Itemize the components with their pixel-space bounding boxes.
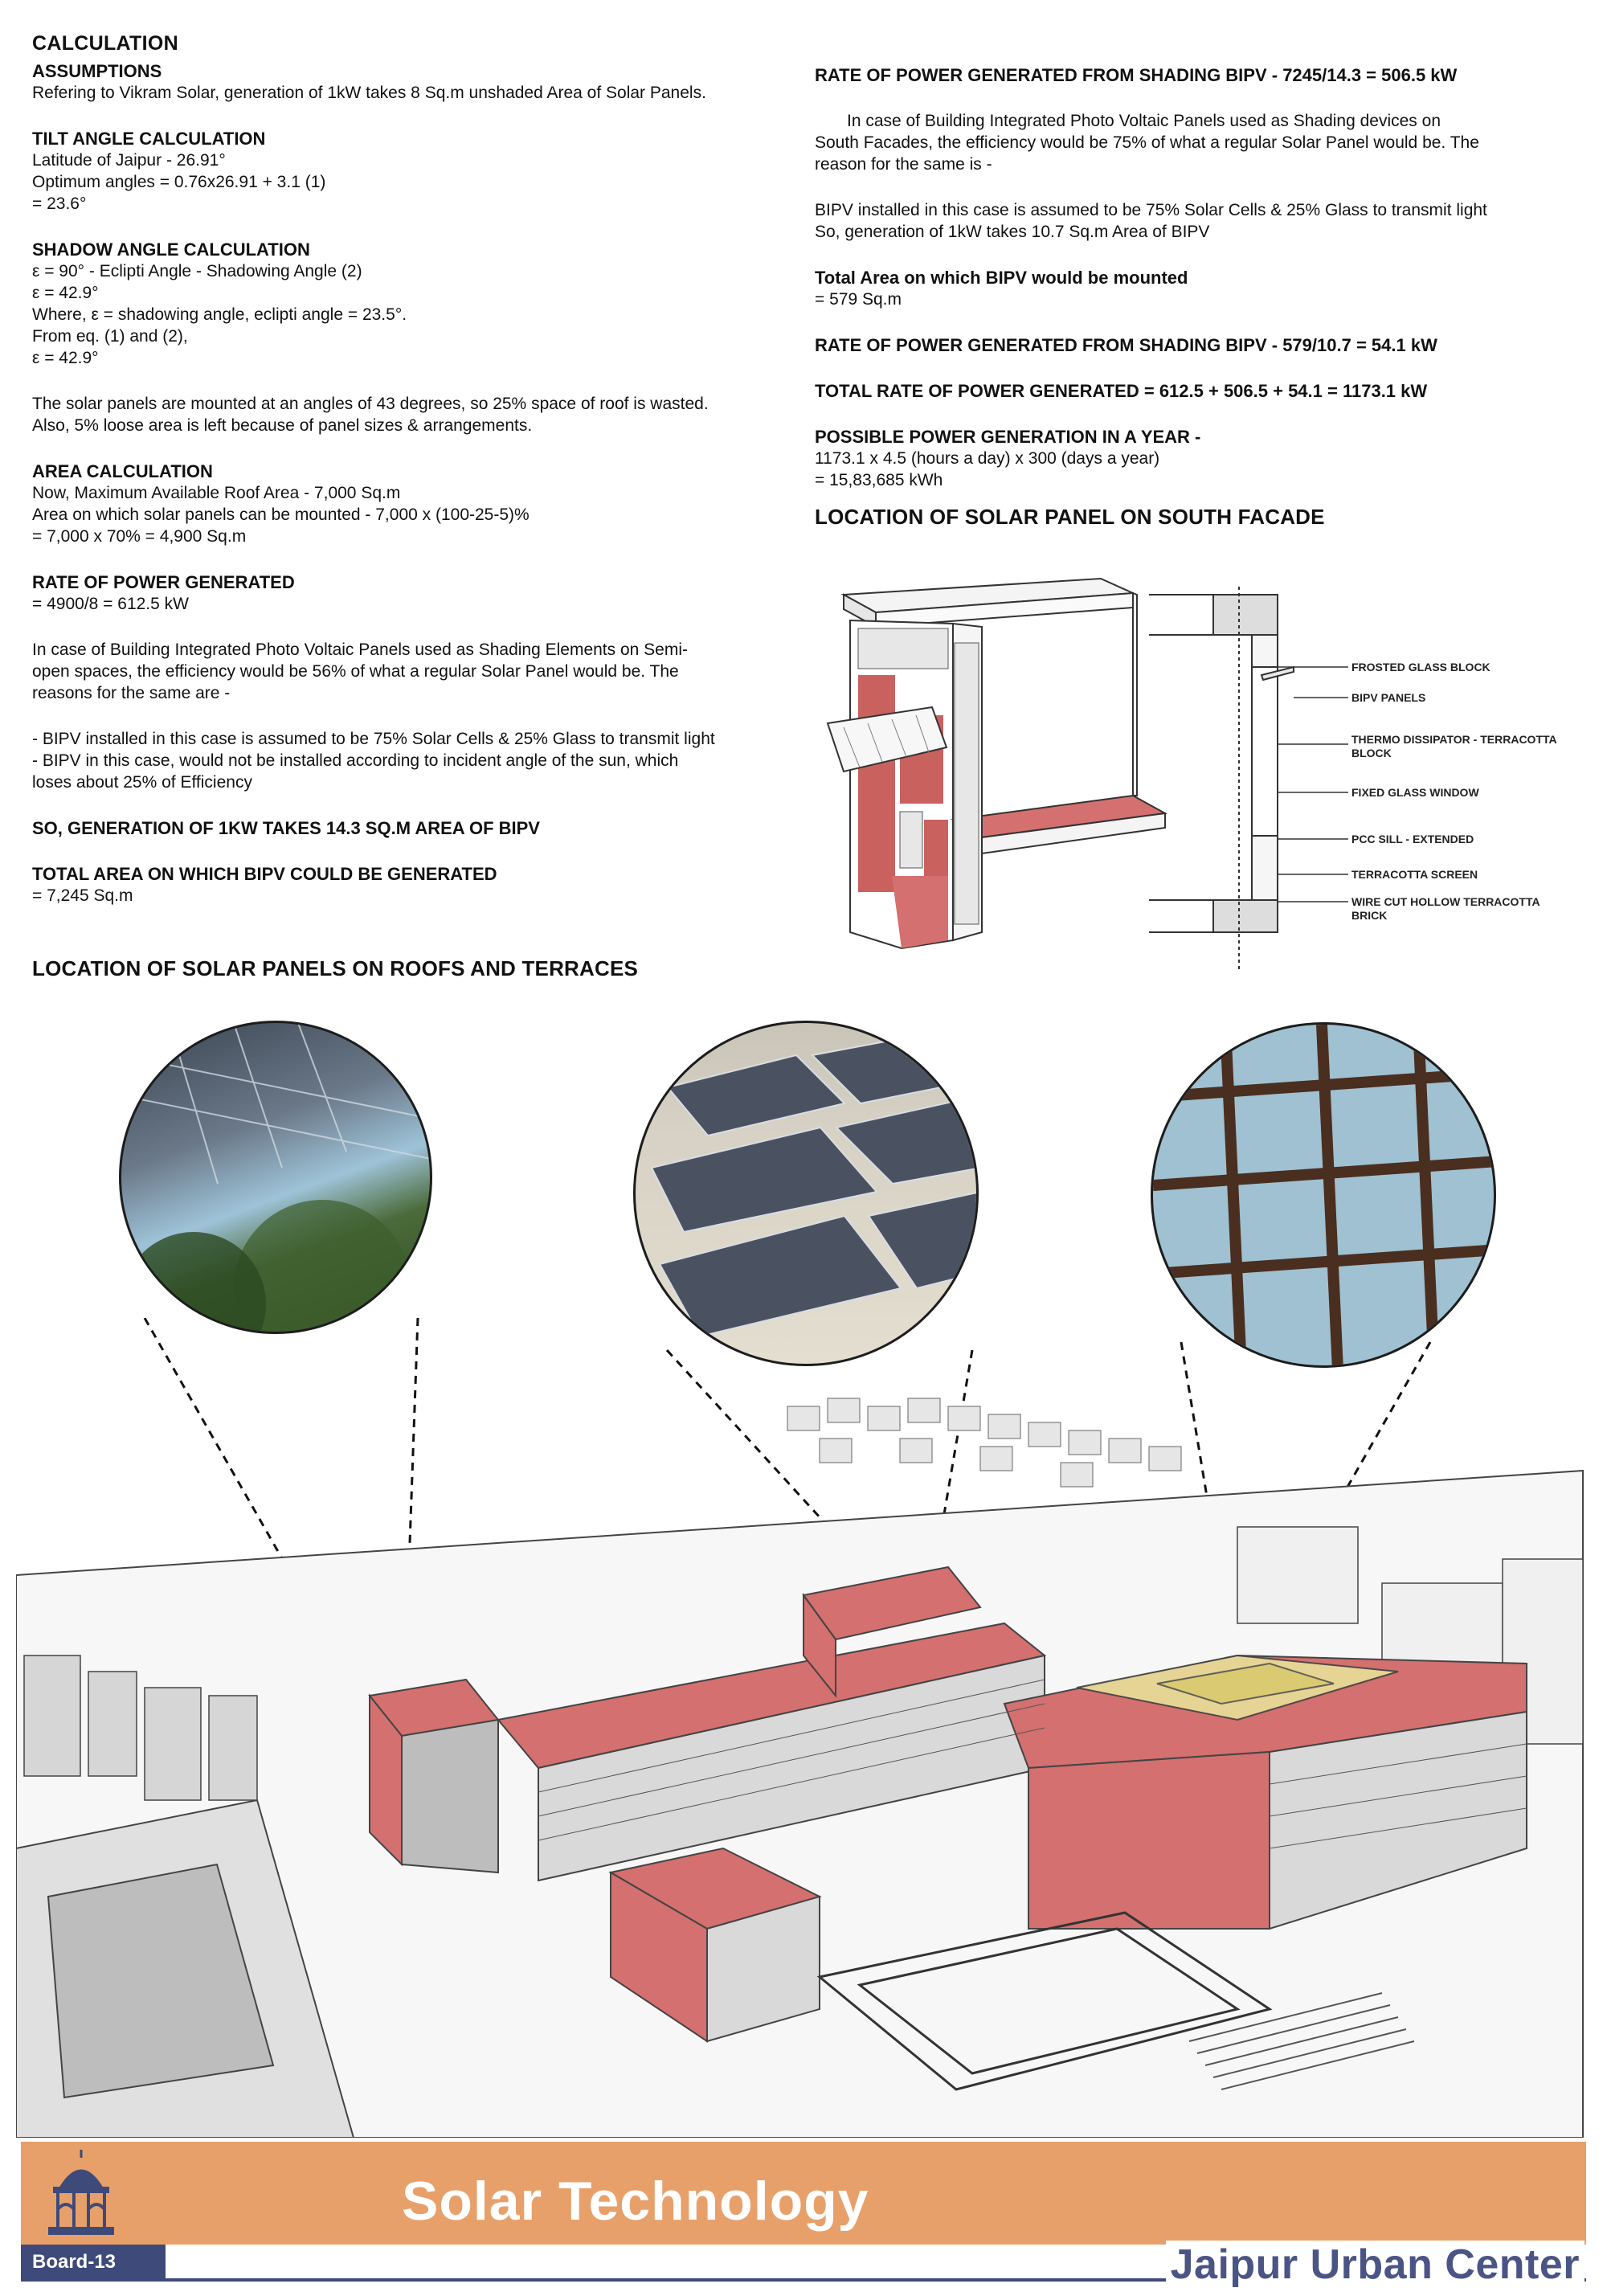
assumptions-line: Refering to Vikram Solar, generation of … xyxy=(32,84,706,102)
facade-section-title: LOCATION OF SOLAR PANEL ON SOUTH FACADE xyxy=(815,505,1325,529)
facade-reason-line: BIPV installed in this case is assumed t… xyxy=(815,201,1487,219)
bipv-semi-line: open spaces, the efficiency would be 56%… xyxy=(32,662,679,681)
leader-label-terracotta-screen: TERRACOTTA SCREEN xyxy=(1351,868,1478,881)
leader-label-bipv-panels: BIPV PANELS xyxy=(1351,691,1426,704)
total-area-section: TOTAL AREA ON WHICH BIPV COULD BE GENERA… xyxy=(32,863,804,907)
area-line: Area on which solar panels can be mounte… xyxy=(32,505,530,524)
facade-case-note: In case of Building Integrated Photo Vol… xyxy=(815,110,1578,175)
shading-rate-section-2: RATE OF POWER GENERATED FROM SHADING BIP… xyxy=(815,334,1578,356)
bipv-semi-line: In case of Building Integrated Photo Vol… xyxy=(32,641,689,659)
facade-area-title: Total Area on which BIPV would be mounte… xyxy=(815,268,1188,288)
area-title: AREA CALCULATION xyxy=(32,461,213,481)
canopy-photo xyxy=(121,1023,430,1332)
bipv-reason-line: loses about 25% of Efficiency xyxy=(32,773,252,792)
facade-case-line: In case of Building Integrated Photo Vol… xyxy=(847,112,1441,130)
assumptions-section: ASSUMPTIONS Refering to Vikram Solar, ge… xyxy=(32,60,804,104)
tilt-angle-section: TILT ANGLE CALCULATION Latitude of Jaipu… xyxy=(32,128,804,215)
leader-label-frosted-glass: FROSTED GLASS BLOCK xyxy=(1351,661,1490,673)
board-number-label: Board-13 xyxy=(21,2245,166,2278)
yearly-line: = 15,83,685 kWh xyxy=(815,471,943,489)
calculation-heading: CALCULATION xyxy=(32,32,178,55)
area-section: AREA CALCULATION Now, Maximum Available … xyxy=(32,460,804,547)
shadow-line: Where, ε = shadowing angle, eclipti angl… xyxy=(32,305,407,324)
mounting-line: The solar panels are mounted at an angle… xyxy=(32,395,709,413)
leader-label-fixed-glass: FIXED GLASS WINDOW xyxy=(1351,786,1479,799)
shadow-line: From eq. (1) and (2), xyxy=(32,327,188,346)
left-calculation-column: CALCULATION ASSUMPTIONS Refering to Vikr… xyxy=(32,32,804,931)
shadow-angle-title: SHADOW ANGLE CALCULATION xyxy=(32,239,310,260)
tilt-line: Latitude of Jaipur - 26.91° xyxy=(32,151,226,170)
total-rate-section: TOTAL RATE OF POWER GENERATED = 612.5 + … xyxy=(815,380,1578,402)
facade-figure: FROSTED GLASS BLOCK BIPV PANELS THERMO D… xyxy=(812,555,1583,976)
shadow-line: ε = 90° - Eclipti Angle - Shadowing Angl… xyxy=(32,262,362,280)
footer-band xyxy=(21,2142,1586,2245)
chhatri-dome-icon xyxy=(48,2150,114,2235)
glass-roof-photo xyxy=(1153,1025,1494,1365)
generation-section: SO, GENERATION OF 1KW TAKES 14.3 SQ.M AR… xyxy=(32,817,804,839)
yearly-title: POSSIBLE POWER GENERATION IN A YEAR - xyxy=(815,427,1201,447)
site-aerial-drawing xyxy=(16,1318,1584,2138)
facade-case-line: reason for the same is - xyxy=(815,155,992,174)
rate-line: = 4900/8 = 612.5 kW xyxy=(32,595,189,613)
mounting-note: The solar panels are mounted at an angle… xyxy=(32,393,804,436)
shadow-angle-section: SHADOW ANGLE CALCULATION ε = 90° - Eclip… xyxy=(32,239,804,369)
roof-panels-photo xyxy=(650,1029,976,1338)
shading-rate-title-1: RATE OF POWER GENERATED FROM SHADING BIP… xyxy=(815,65,1458,85)
facade-reason-line: So, generation of 1kW takes 10.7 Sq.m Ar… xyxy=(815,223,1210,241)
tilt-angle-title: TILT ANGLE CALCULATION xyxy=(32,129,266,149)
bipv-reason-line: - BIPV installed in this case is assumed… xyxy=(32,730,715,748)
shading-rate-section-1: RATE OF POWER GENERATED FROM SHADING BIP… xyxy=(815,64,1578,86)
leader-label-wire-cut-brick: WIRE CUT HOLLOW TERRACOTTA xyxy=(1351,895,1540,908)
shadow-line: ε = 42.9° xyxy=(32,284,99,302)
rate-section: RATE OF POWER GENERATED = 4900/8 = 612.5… xyxy=(32,571,804,615)
tilt-line: Optimum angles = 0.76x26.91 + 3.1 (1) xyxy=(32,173,326,191)
total-rate-title: TOTAL RATE OF POWER GENERATED = 612.5 + … xyxy=(815,381,1428,401)
facade-reason-note: BIPV installed in this case is assumed t… xyxy=(815,199,1578,243)
right-calculation-column: RATE OF POWER GENERATED FROM SHADING BIP… xyxy=(815,64,1578,515)
footer-rule xyxy=(21,2278,1586,2282)
shadow-line: ε = 42.9° xyxy=(32,349,99,367)
roof-section-title: LOCATION OF SOLAR PANELS ON ROOFS AND TE… xyxy=(32,956,639,980)
generation-title: SO, GENERATION OF 1KW TAKES 14.3 SQ.M AR… xyxy=(32,818,540,838)
bipv-semi-open-note: In case of Building Integrated Photo Vol… xyxy=(32,639,804,704)
leader-label-pcc-sill: PCC SILL - EXTENDED xyxy=(1351,833,1474,845)
detail-circle-roof-panels xyxy=(633,1021,979,1366)
rate-title: RATE OF POWER GENERATED xyxy=(32,572,295,592)
detail-circle-glass-roof xyxy=(1151,1022,1496,1368)
project-name: Jaipur Urban Center xyxy=(1165,2241,1585,2289)
detail-circle-bipv-canopy xyxy=(119,1021,432,1334)
bipv-reason-line: - BIPV in this case, would not be instal… xyxy=(32,751,679,770)
yearly-generation-section: POSSIBLE POWER GENERATION IN A YEAR - 11… xyxy=(815,426,1578,491)
facade-area-section: Total Area on which BIPV would be mounte… xyxy=(815,267,1578,310)
facade-area-line: = 579 Sq.m xyxy=(815,290,902,309)
facade-case-line: South Facades, the efficiency would be 7… xyxy=(815,133,1479,152)
board-title: Solar Technology xyxy=(402,2171,869,2232)
bipv-semi-line: reasons for the same are - xyxy=(32,684,231,702)
assumptions-title: ASSUMPTIONS xyxy=(32,61,162,81)
area-line: Now, Maximum Available Roof Area - 7,000… xyxy=(32,484,401,502)
area-line: = 7,000 x 70% = 4,900 Sq.m xyxy=(32,527,247,546)
total-area-title: TOTAL AREA ON WHICH BIPV COULD BE GENERA… xyxy=(32,864,497,884)
tilt-line: = 23.6° xyxy=(32,194,87,213)
leader-label-wire-cut-brick-cont: BRICK xyxy=(1351,909,1388,922)
facade-drawing xyxy=(826,577,1348,972)
leader-label-thermo-dissipator-cont: BLOCK xyxy=(1351,747,1392,759)
yearly-line: 1173.1 x 4.5 (hours a day) x 300 (days a… xyxy=(815,449,1160,468)
total-area-line: = 7,245 Sq.m xyxy=(32,886,133,905)
leader-label-thermo-dissipator: THERMO DISSIPATOR - TERRACOTTA xyxy=(1351,733,1557,746)
shading-rate-title-2: RATE OF POWER GENERATED FROM SHADING BIP… xyxy=(815,335,1437,355)
bipv-reasons: - BIPV installed in this case is assumed… xyxy=(32,728,804,793)
mounting-line: Also, 5% loose area is left because of p… xyxy=(32,416,533,435)
